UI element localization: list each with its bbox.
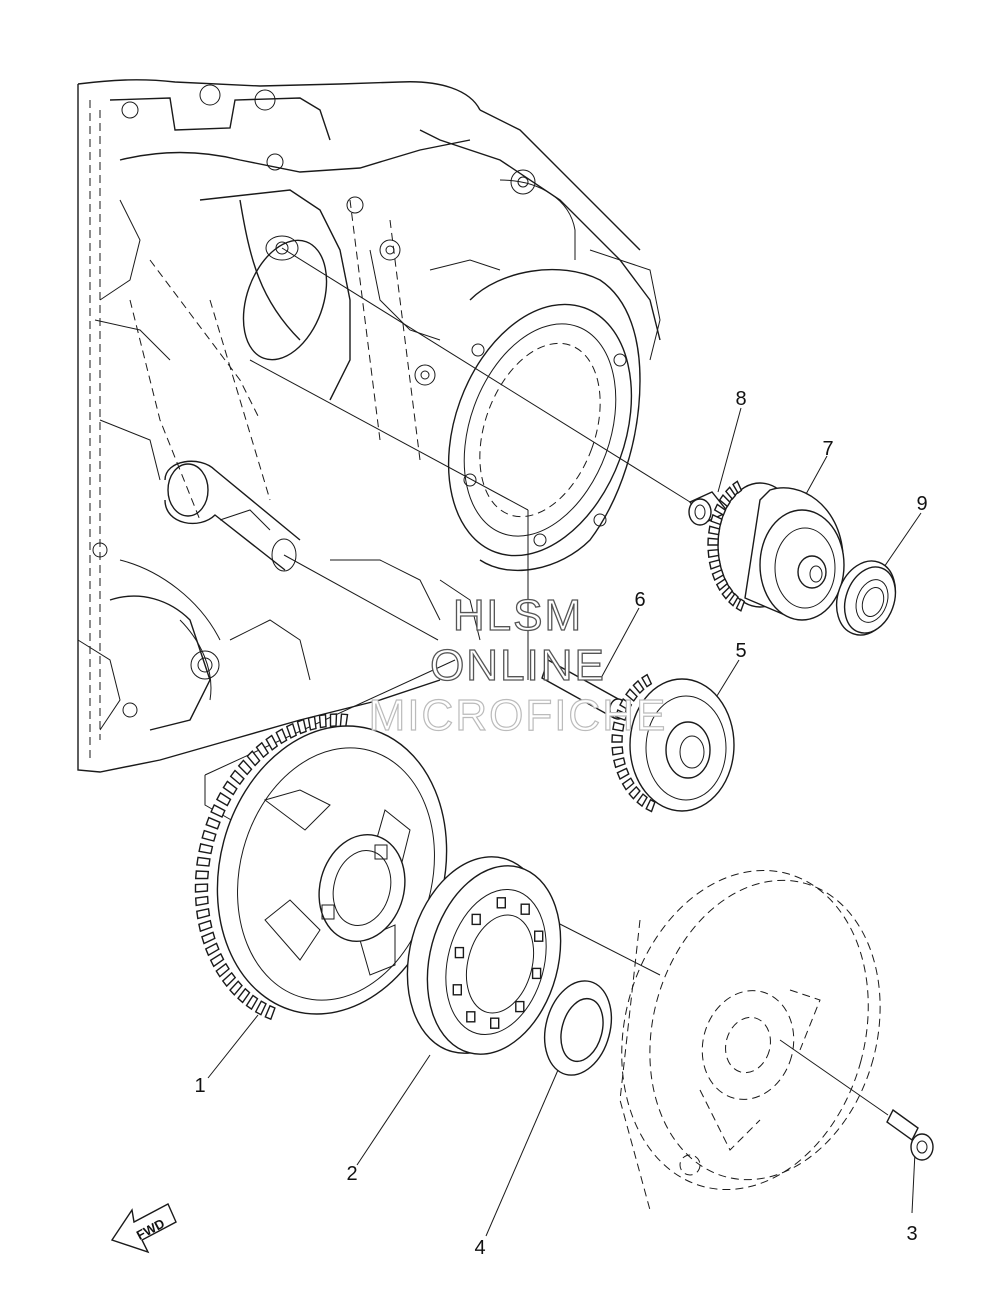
clutch-roller (452, 984, 462, 996)
gear-tooth (708, 525, 721, 536)
gear-tooth (614, 709, 628, 722)
leader-lines (204, 247, 922, 1237)
gear-tooth (222, 780, 238, 796)
callout-2: 2 (346, 1163, 357, 1185)
gear-tooth (612, 721, 625, 732)
clutch-roller (515, 1000, 525, 1013)
gear-tooth (735, 598, 746, 612)
gear-tooth (619, 697, 633, 711)
part-3-bolt[interactable] (886, 1108, 934, 1161)
gear-tooth (194, 883, 209, 893)
gear-tooth (196, 907, 211, 920)
part-1-starter-gear[interactable] (186, 700, 478, 1040)
gear-tooth (204, 942, 220, 957)
gear-tooth (215, 962, 230, 978)
gear-tooth (245, 994, 259, 1011)
gear-tooth (632, 679, 645, 695)
clutch-roller (490, 1017, 500, 1029)
clutch-roller (520, 903, 530, 915)
gear-tooth (707, 548, 720, 559)
gear-tooth (339, 713, 349, 728)
gear-tooth (246, 750, 261, 767)
gear-tooth (713, 503, 727, 517)
watermark-line-2: ONLINE (430, 641, 606, 690)
callout-5: 5 (735, 640, 746, 662)
clutch-roller (496, 897, 506, 909)
gear-tooth (205, 816, 221, 830)
forward-arrow-icon: FWD (110, 1203, 177, 1254)
callout-9: 9 (916, 493, 927, 515)
watermark-line-3: MICROFICHE (369, 691, 668, 740)
part-2-clutch[interactable] (386, 841, 580, 1069)
gear-tooth (625, 688, 638, 702)
gear-tooth (237, 987, 251, 1004)
gear-tooth (209, 952, 225, 968)
callout-4: 4 (474, 1237, 485, 1259)
part-4-washer[interactable] (535, 973, 622, 1082)
gear-tooth (641, 673, 653, 688)
clutch-roller (534, 930, 544, 942)
callout-1: 1 (194, 1075, 205, 1097)
gear-tooth (732, 480, 743, 495)
clutch-roller (466, 1011, 476, 1023)
gear-tooth (636, 793, 648, 808)
gear-tooth (611, 746, 624, 756)
watermark-line-1: HLSM (453, 591, 583, 640)
gear-tooth (285, 722, 298, 739)
part-7-idler-gear[interactable] (707, 480, 845, 621)
gear-tooth (210, 804, 226, 818)
gear-tooth (194, 895, 209, 907)
gear-tooth (621, 777, 635, 791)
gear-tooth (318, 713, 327, 729)
gear-tooth (201, 931, 216, 945)
gear-tooth (307, 715, 317, 731)
gear-tooth (194, 870, 210, 880)
gear-tooth (255, 741, 270, 759)
part-9-bearing[interactable] (827, 553, 906, 644)
gear-tooth (229, 769, 245, 786)
gear-tooth (721, 586, 734, 600)
gear-tooth (264, 1004, 276, 1021)
gear-tooth (613, 757, 626, 769)
clutch-roller (454, 946, 465, 959)
gear-tooth (611, 734, 623, 743)
gear-tooth (616, 767, 630, 781)
gear-tooth (275, 728, 288, 745)
clutch-roller (531, 967, 542, 980)
gear-tooth (265, 734, 279, 751)
gear-tooth (201, 829, 217, 842)
rotor-reference (619, 869, 881, 1211)
callout-6: 6 (634, 589, 645, 611)
crankcase-outline (77, 79, 661, 773)
gear-tooth (237, 759, 253, 776)
gear-tooth (196, 856, 211, 867)
gear-tooth (198, 919, 213, 933)
gear-tooth (296, 718, 307, 735)
gear-tooth (229, 980, 243, 996)
gear-tooth (198, 843, 214, 855)
gear-tooth (715, 577, 729, 592)
gear-tooth (329, 713, 338, 728)
gear-tooth (711, 568, 725, 582)
clutch-roller (471, 913, 481, 926)
watermark: HLSM ONLINE MICROFICHE (368, 590, 668, 740)
gear-tooth (707, 537, 719, 546)
gear-tooth (724, 486, 737, 501)
gear-tooth (628, 785, 641, 800)
gear-tooth (254, 1000, 267, 1016)
gear-tooth (221, 971, 237, 988)
part-8-bushing[interactable] (688, 491, 730, 526)
callout-labels: 1 2 3 4 5 6 7 8 9 (194, 388, 927, 1259)
part-5-gear[interactable] (611, 673, 735, 813)
callout-7: 7 (822, 438, 833, 460)
gear-tooth (728, 592, 739, 607)
gear-tooth (718, 493, 731, 508)
callout-8: 8 (735, 388, 746, 410)
gear-tooth (708, 559, 722, 570)
gear-tooth (215, 791, 232, 807)
callout-3: 3 (906, 1223, 917, 1245)
gear-tooth (645, 798, 656, 813)
gear-tooth (710, 513, 723, 526)
